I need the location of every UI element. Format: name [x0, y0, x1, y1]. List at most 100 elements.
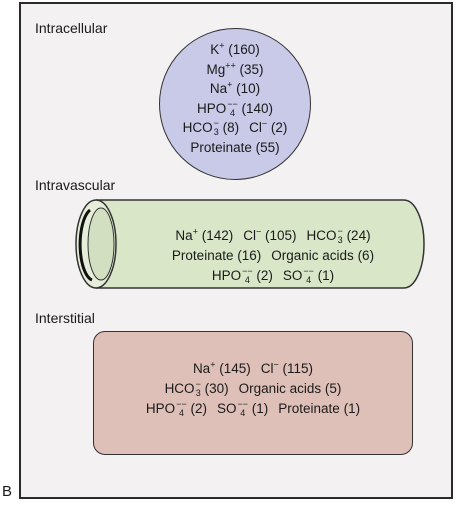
ion-line: Na+ (142)Cl− (105)HCO−3 (24) — [118, 226, 428, 246]
ion-entry: HCO−3 (30) — [165, 379, 229, 399]
ion-entry: Mg++ (35) — [206, 60, 263, 80]
ion-line: Proteinate (16) Organic acids (6) — [118, 246, 428, 266]
ion-subscript: 3 — [337, 235, 343, 246]
ion-concentration: (6) — [357, 248, 375, 263]
vessel-body — [96, 199, 425, 289]
ion-line: HCO−3 (8) Cl− (2) — [159, 118, 311, 138]
ion-entry: Proteinate (16) — [172, 246, 261, 266]
ion-symbol: Cl — [260, 361, 274, 376]
ion-line: HPO−−4 (2)SO−−4 (1) — [118, 266, 428, 286]
ion-line: HPO−−4 (2)SO−−4 (1)Proteinate (1) — [93, 399, 413, 419]
ion-entry: Proteinate (55) — [190, 138, 279, 158]
vessel-lumen — [87, 207, 115, 281]
ion-symbol: SO — [216, 401, 237, 416]
ion-line: K+ (160) — [159, 40, 311, 60]
ion-charge: + — [210, 359, 216, 370]
ion-symbol: Na — [192, 361, 211, 376]
ion-charge: −− — [237, 399, 248, 410]
ion-entry: HPO−−4 (140) — [197, 99, 273, 119]
ion-symbol: K — [210, 42, 220, 57]
ion-concentration: (8) — [222, 120, 240, 135]
ion-concentration: (115) — [282, 361, 314, 376]
ion-entry: Cl− (2) — [249, 118, 287, 138]
ion-line: Mg++ (35) — [159, 60, 311, 80]
figure-letter: B — [2, 483, 13, 500]
ion-charge: − — [337, 226, 343, 237]
ion-concentration: (145) — [219, 361, 251, 376]
ion-symbol: Organic acids — [271, 248, 354, 263]
ion-symbol: Cl — [243, 228, 256, 243]
ion-charge: −− — [242, 266, 253, 277]
ion-concentration: (2) — [256, 268, 273, 283]
ion-entry: HPO−−4 (2) — [212, 266, 273, 286]
ion-concentration: (16) — [237, 248, 262, 263]
ion-charge: + — [219, 40, 225, 51]
ion-entry: Organic acids (5) — [239, 379, 342, 399]
ion-charge: ++ — [225, 60, 236, 70]
intravascular-label: Intravascular — [35, 177, 116, 193]
ion-symbol: HCO — [182, 120, 213, 135]
interstitial-ion-list: Na+ (145)Cl− (115)HCO−3 (30)Organic acid… — [93, 359, 413, 419]
ion-entry: Na+ (145) — [193, 359, 251, 379]
intracellular-ion-list: K+ (160)Mg++ (35)Na+ (10)HPO−−4 (140)HCO… — [159, 40, 311, 157]
ion-symbol: Proteinate — [190, 139, 252, 155]
ion-symbol: SO — [282, 268, 303, 283]
ion-concentration: (105) — [265, 228, 297, 243]
ion-charge: + — [192, 226, 198, 237]
interstitial-label: Interstitial — [35, 310, 95, 326]
ion-concentration: (140) — [241, 100, 274, 116]
ion-concentration: (1) — [251, 401, 269, 416]
ion-charge: − — [255, 226, 262, 237]
ion-symbol: HCO — [306, 228, 337, 243]
ion-entry: HPO−−4 (2) — [146, 399, 207, 419]
ion-concentration: (142) — [201, 228, 234, 243]
ion-concentration: (35) — [239, 61, 264, 77]
ion-symbol: Organic acids — [238, 381, 322, 396]
ion-line: HCO−3 (30) Organic acids (5) — [93, 379, 413, 399]
ion-concentration: (55) — [255, 139, 280, 155]
ion-concentration: (160) — [228, 42, 260, 57]
ion-entry: Cl− (115) — [261, 359, 313, 379]
ion-entry: Cl− (105) — [243, 226, 296, 246]
intracellular-cell-circle — [159, 28, 311, 180]
ion-symbol: HPO — [145, 401, 176, 416]
ion-entry: HCO−3 (24) — [307, 226, 371, 246]
ion-subscript: 4 — [240, 408, 246, 419]
ion-symbol: Cl — [249, 120, 262, 135]
ion-line: Na+ (145) Cl− (115) — [93, 359, 413, 379]
ion-symbol: HPO — [211, 268, 242, 283]
ion-charge: −− — [176, 399, 187, 410]
ion-charge: −− — [227, 98, 238, 109]
ion-entry: Organic acids (6) — [271, 246, 374, 266]
ion-line: Na+ (10) — [159, 79, 311, 99]
ion-line: HPO−−4 (140) — [159, 99, 311, 119]
ion-entry: HCO−3 (8) — [183, 118, 240, 138]
ion-symbol: Mg — [206, 61, 226, 77]
ion-charge: − — [273, 359, 279, 370]
ion-subscript: 4 — [178, 408, 184, 419]
ion-line: Proteinate (55) — [159, 138, 311, 158]
ion-concentration: (24) — [346, 228, 371, 243]
ion-entry: K+ (160) — [210, 40, 260, 60]
ion-concentration: (2) — [190, 401, 207, 416]
ion-charge: −− — [303, 266, 314, 277]
ion-concentration: (1) — [343, 401, 361, 416]
ion-concentration: (1) — [317, 268, 335, 283]
ion-subscript: 3 — [195, 388, 201, 399]
ion-symbol: Proteinate — [278, 401, 340, 416]
ion-symbol: HPO — [196, 100, 227, 116]
ion-entry: Na+ (142) — [175, 226, 233, 246]
vessel-wall-shadow — [78, 208, 93, 282]
ion-concentration: (5) — [324, 381, 342, 396]
intravascular-ion-list: Na+ (142)Cl− (105)HCO−3 (24)Proteinate (… — [118, 226, 428, 286]
ion-charge: − — [195, 379, 201, 390]
ion-symbol: Na — [175, 228, 193, 243]
ion-entry: SO−−4 (1) — [217, 399, 268, 419]
ion-concentration: (10) — [236, 81, 261, 96]
ion-subscript: 4 — [244, 275, 250, 286]
ion-charge: − — [213, 118, 219, 129]
ion-entry: Proteinate (1) — [278, 399, 360, 419]
ion-subscript: 4 — [306, 275, 312, 286]
ion-symbol: Proteinate — [171, 248, 234, 263]
